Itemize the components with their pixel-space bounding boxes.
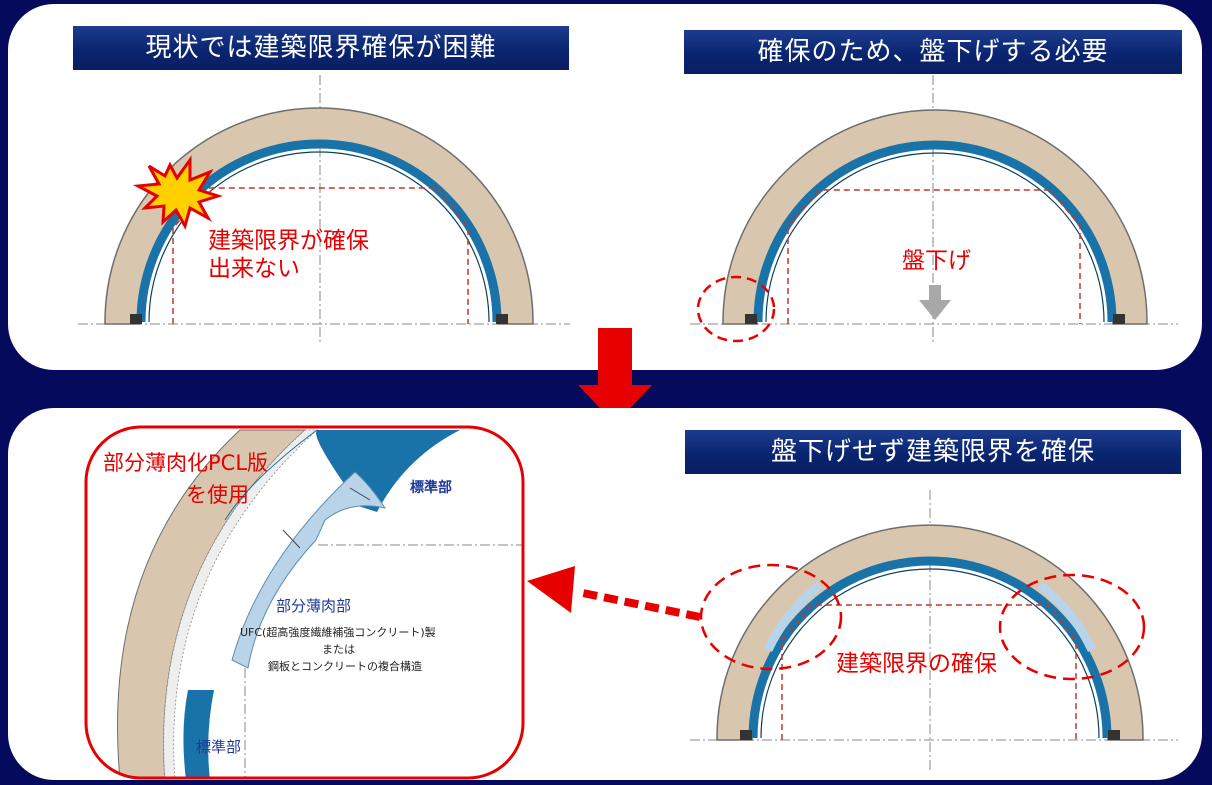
footing-right — [1108, 730, 1120, 740]
lowering-highlight-circle — [696, 275, 776, 343]
callout-partial-thin-line2: を使用 — [186, 483, 249, 507]
segment-ring — [136, 139, 502, 323]
label-thin-part: 部分薄肉部 — [276, 597, 351, 615]
footing-left — [130, 314, 142, 324]
clearance-envelope — [781, 604, 1077, 740]
thin-part-left — [763, 581, 823, 652]
highlight-circle-right — [998, 573, 1146, 681]
transition-down-arrow-icon — [578, 328, 652, 424]
zoom-pointer-arrow — [527, 566, 701, 621]
label-material-line2: または — [322, 643, 355, 656]
standard-segment-bottom — [183, 690, 214, 778]
tunnel-current: 建築限界が確保 出来ない — [78, 75, 570, 345]
pointer-arrowhead-icon — [527, 566, 575, 613]
clearance-envelope — [787, 189, 1081, 324]
label-lowering: 盤下げ — [902, 248, 971, 274]
thin-part-right — [1037, 581, 1097, 652]
footing-right — [496, 314, 508, 324]
label-cannot-secure-line1: 建築限界が確保 — [208, 228, 369, 254]
detail-zoom-box: 部分薄肉化PCL版 を使用 標準部 部分薄肉部 UFC(超高強度繊維補強コンクリ… — [84, 425, 525, 780]
segment-ring — [748, 556, 1112, 739]
banner-lowering-required: 確保のため、盤下げする必要 — [684, 30, 1182, 74]
segment-ring — [753, 140, 1117, 323]
clearance-envelope — [172, 187, 469, 324]
thin-part-segment — [231, 471, 387, 669]
down-arrow-icon — [919, 285, 951, 320]
zoom-box-border — [84, 425, 525, 780]
tunnel-thinned: 建築限界の確保 — [690, 490, 1178, 770]
banner-current-difficulty: 現状では建築限界確保が困難 — [73, 26, 569, 70]
collision-burst-icon — [132, 155, 223, 230]
label-standard-part-bottom: 標準部 — [196, 738, 241, 756]
label-cannot-secure-line2: 出来ない — [208, 256, 300, 282]
tunnel-lowered: 盤下げ — [690, 75, 1178, 345]
label-standard-part-top: 標準部 — [410, 479, 452, 496]
callout-partial-thin-line1: 部分薄肉化PCL版 — [103, 451, 268, 475]
banner-secure-without-lowering: 盤下げせず建築限界を確保 — [685, 430, 1181, 474]
label-material-line3: 鋼板とコンクリートの複合構造 — [268, 659, 422, 673]
label-material-line1: UFC(超高強度繊維補強コンクリート)製 — [240, 625, 436, 639]
footing-right — [1113, 314, 1125, 324]
highlight-circle-left — [699, 563, 843, 671]
footing-left — [740, 730, 752, 740]
label-clearance-secured: 建築限界の確保 — [836, 651, 997, 677]
footing-left — [745, 314, 757, 324]
